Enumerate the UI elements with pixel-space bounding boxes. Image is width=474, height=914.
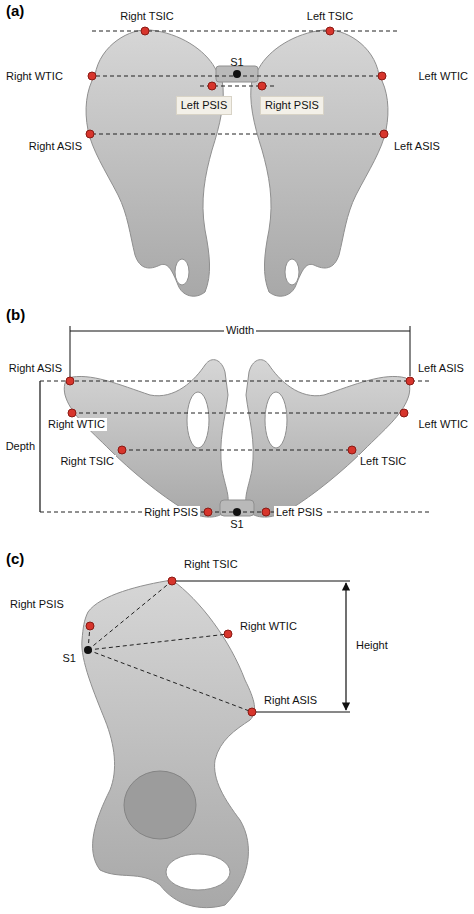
foramen <box>187 392 209 448</box>
foramen <box>265 392 287 448</box>
level-line <box>40 381 430 382</box>
foramen <box>285 259 299 285</box>
landmark-label: Right PSIS <box>8 598 66 611</box>
dimension-line <box>176 581 350 582</box>
s1-dot <box>233 70 241 78</box>
landmark-dot <box>141 27 149 35</box>
landmark-label: Right TSIC <box>182 558 240 571</box>
distance-line <box>88 650 252 712</box>
landmark-dot <box>204 508 212 516</box>
landmark-label: Left ASIS <box>416 362 466 375</box>
panel-letter: (c) <box>4 550 26 568</box>
landmark-label: Left WTIC <box>416 70 470 83</box>
landmark-label: Right ASIS <box>262 694 319 707</box>
landmark-dot <box>400 409 408 417</box>
distance-line <box>88 581 172 650</box>
sacrum-segment <box>220 500 254 516</box>
landmark-label: S1 <box>61 652 78 665</box>
landmark-label: Left PSIS <box>274 506 324 519</box>
landmark-label: Left TSIC <box>358 455 408 468</box>
dimension-line <box>39 381 40 512</box>
landmark-label: Right TSIC <box>58 455 116 468</box>
landmark-label: Right ASIS <box>7 362 64 375</box>
hip-bone <box>64 360 228 517</box>
level-line <box>72 413 404 414</box>
level-line <box>92 31 400 32</box>
landmark-dot <box>326 27 334 35</box>
view-b <box>40 326 430 517</box>
dimension-line <box>70 326 71 377</box>
landmark-label: Right WTIC <box>46 418 107 431</box>
landmark-label: Right PSIS <box>260 96 324 115</box>
view-a <box>86 27 400 296</box>
panel-letter: (a) <box>4 2 26 20</box>
hip-bone <box>246 360 410 517</box>
dimension-label: Height <box>354 639 390 652</box>
landmark-label: Left ASIS <box>392 140 442 153</box>
view-c <box>82 577 350 908</box>
landmark-label: Left PSIS <box>176 96 232 115</box>
obturator-foramen <box>166 854 230 890</box>
landmark-label: Right WTIC <box>4 70 65 83</box>
landmark-label: Left WTIC <box>416 418 470 431</box>
landmark-label: Right PSIS <box>142 506 200 519</box>
distance-line <box>88 634 228 650</box>
landmark-dot <box>262 508 270 516</box>
s1-dot <box>84 646 92 654</box>
dimension-label: Width <box>224 324 256 337</box>
landmark-label: Right ASIS <box>27 140 84 153</box>
landmark-dot <box>406 377 414 385</box>
landmark-label: S1 <box>228 518 245 531</box>
dimension-label: Depth <box>4 440 37 453</box>
landmark-dot <box>224 630 232 638</box>
level-line <box>92 134 384 135</box>
hip-bone <box>82 580 255 908</box>
landmark-dot <box>248 708 256 716</box>
dimension-arrow <box>345 583 346 710</box>
hip-bone <box>86 30 223 296</box>
landmark-dot <box>68 409 76 417</box>
landmark-dot <box>118 446 126 454</box>
landmark-label: Right WTIC <box>238 620 299 633</box>
landmark-label: Right TSIC <box>118 10 176 23</box>
dimension-line <box>410 326 411 376</box>
landmark-dot <box>88 72 96 80</box>
landmark-dot <box>86 622 94 630</box>
landmark-dot <box>86 130 94 138</box>
sacrum-segment <box>216 66 258 82</box>
landmark-dot <box>258 82 266 90</box>
landmark-dot <box>208 82 216 90</box>
landmark-dot <box>348 446 356 454</box>
landmark-dot <box>66 377 74 385</box>
acetabulum <box>124 771 196 839</box>
dimension-line <box>256 712 350 713</box>
landmark-label: S1 <box>228 56 245 69</box>
foramen <box>175 259 189 285</box>
landmark-dot <box>168 577 176 585</box>
s1-dot <box>233 508 241 516</box>
landmark-dot <box>380 130 388 138</box>
landmark-label: Left TSIC <box>305 10 355 23</box>
panel-letter: (b) <box>4 306 27 324</box>
landmark-dot <box>378 72 386 80</box>
hip-bone <box>251 30 388 296</box>
level-line <box>122 450 352 451</box>
